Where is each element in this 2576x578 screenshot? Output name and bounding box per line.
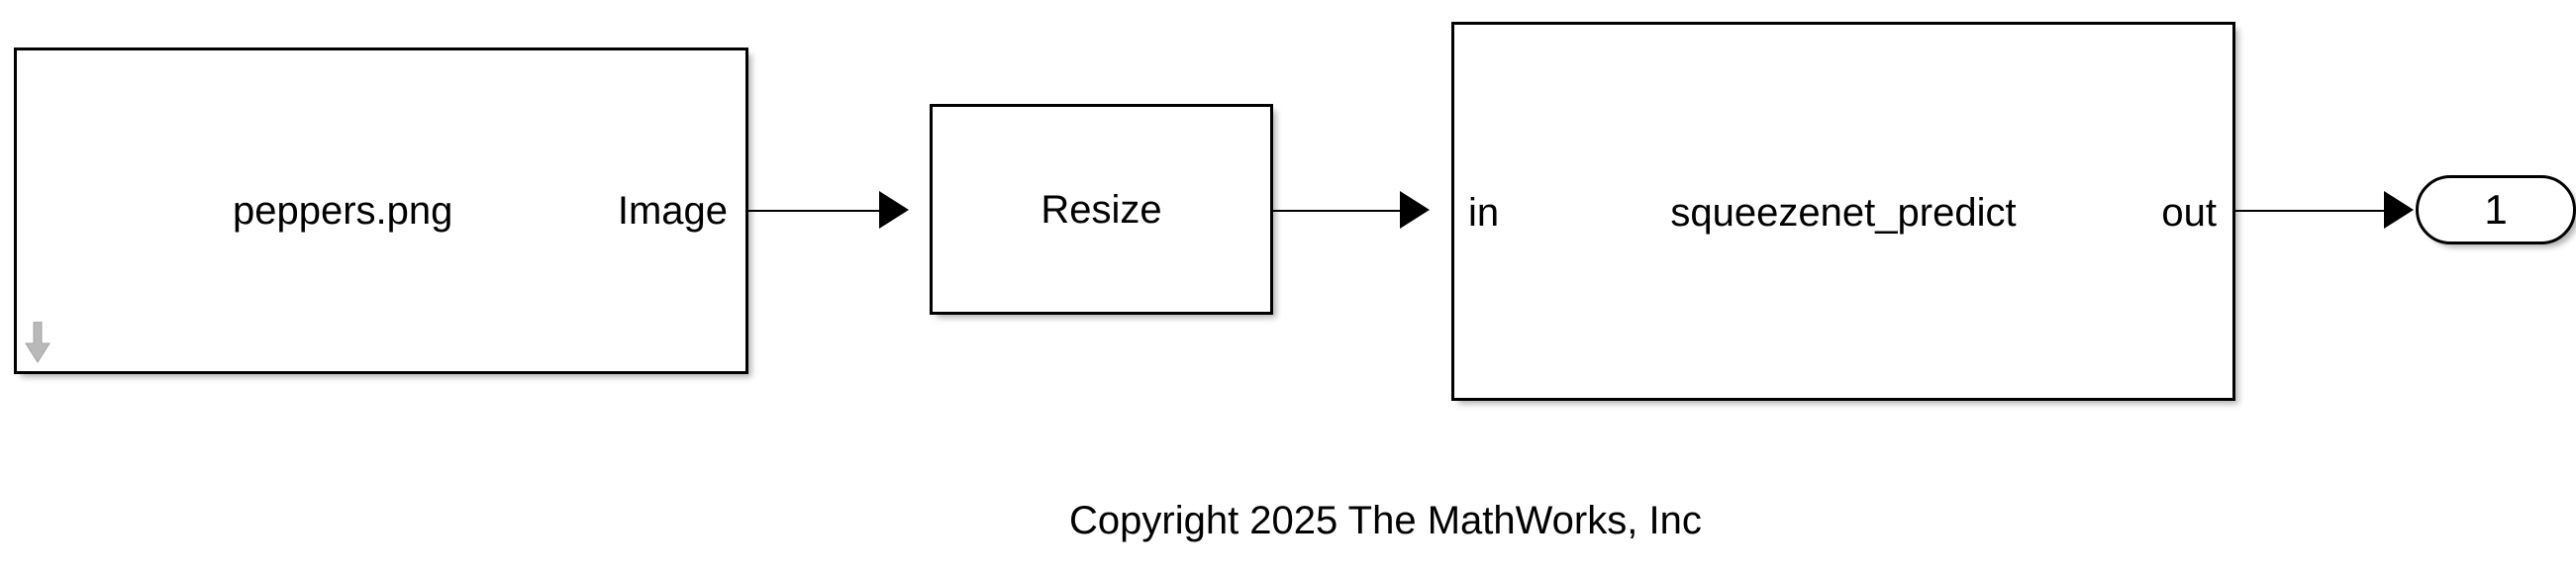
- arrowhead-right-icon: [1400, 191, 1430, 229]
- wire-resize-to-predict: [1273, 210, 1400, 212]
- arrowhead-right-icon: [879, 191, 909, 229]
- predict-input-port-label: in: [1468, 191, 1500, 235]
- arrowhead-right-icon: [2384, 191, 2414, 229]
- wire-predict-to-outport: [2235, 210, 2384, 212]
- block-resize[interactable]: Resize: [930, 104, 1273, 315]
- block-squeezenet-predict[interactable]: in squeezenet_predict out: [1451, 22, 2235, 401]
- predict-output-port-label: out: [2161, 191, 2217, 235]
- outport-number-label: 1: [2484, 186, 2508, 233]
- predict-label: squeezenet_predict: [1670, 191, 2017, 235]
- resize-label: Resize: [1040, 187, 1162, 232]
- down-arrow-icon: [25, 321, 50, 363]
- wire-image-to-resize: [748, 210, 879, 212]
- block-image-from-file[interactable]: peppers.png Image: [14, 48, 748, 374]
- image-from-file-filename-label: peppers.png: [233, 189, 453, 233]
- outport-block-1[interactable]: 1: [2416, 175, 2576, 244]
- copyright-text: Copyright 2025 The MathWorks, Inc: [1069, 499, 1702, 542]
- image-from-file-output-port-label: Image: [617, 189, 728, 233]
